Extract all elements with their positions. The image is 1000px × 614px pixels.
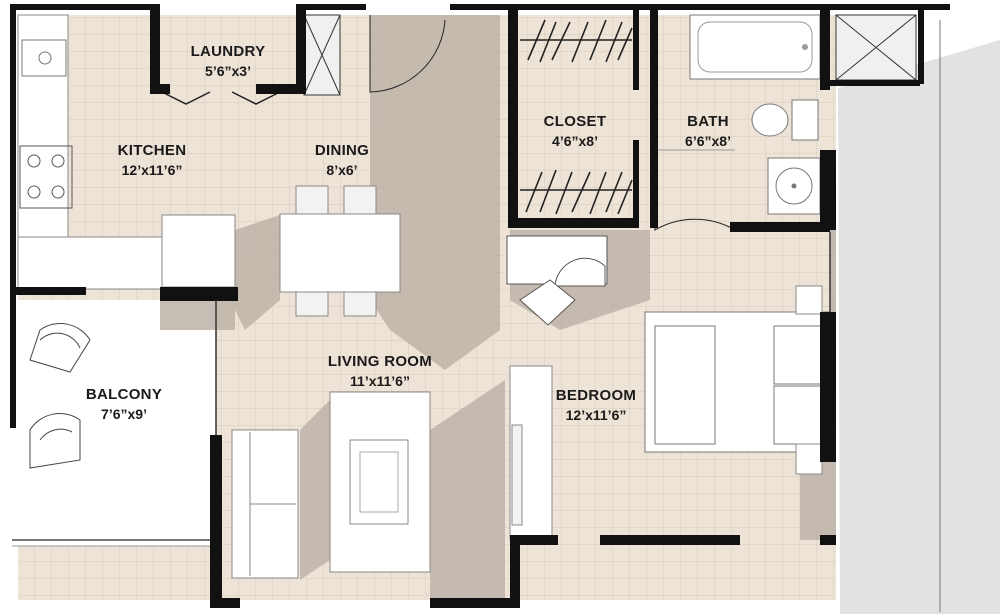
tv-console [509, 365, 553, 541]
label-closet: CLOSET 4’6”x8’ [544, 113, 607, 149]
armchair [506, 235, 608, 326]
dining-table [279, 185, 401, 317]
door-swings [369, 15, 736, 231]
dining-chair [343, 291, 377, 317]
svg-text:KITCHEN: KITCHEN [118, 142, 187, 159]
bath-sink [767, 157, 821, 215]
label-bath: BATH 6’6”x8’ [685, 113, 731, 149]
svg-text:12’x11’6”: 12’x11’6” [122, 162, 183, 178]
svg-text:4’6”x8’: 4’6”x8’ [552, 133, 598, 149]
balcony-chair [29, 323, 91, 373]
svg-text:BEDROOM: BEDROOM [556, 387, 636, 404]
svg-text:8’x6’: 8’x6’ [326, 162, 357, 178]
label-living-room: LIVING ROOM 11’x11’6” [328, 353, 432, 389]
svg-text:7’6”x9’: 7’6”x9’ [101, 406, 147, 422]
laundry-bifold-doors [161, 91, 281, 105]
nightstand [795, 285, 823, 315]
dining-chair [343, 185, 377, 215]
svg-text:CLOSET: CLOSET [544, 113, 607, 130]
toilet [751, 99, 819, 141]
svg-text:DINING: DINING [315, 142, 369, 159]
table-top [279, 213, 401, 293]
svg-text:LIVING ROOM: LIVING ROOM [328, 353, 432, 370]
balcony-chair [29, 413, 81, 469]
nightstand [795, 443, 823, 475]
laundry-floor [152, 15, 300, 95]
shower-stall-left [303, 14, 341, 96]
terrace-shadow [838, 40, 1000, 614]
kitchen-counters [17, 14, 236, 290]
coffee-table [329, 391, 431, 573]
dining-chair [295, 185, 329, 215]
svg-text:6’6”x8’: 6’6”x8’ [685, 133, 731, 149]
walls [10, 4, 950, 608]
label-bedroom: BEDROOM 12’x11’6” [556, 387, 636, 423]
bathtub [689, 14, 821, 80]
svg-text:LAUNDRY: LAUNDRY [191, 43, 266, 60]
label-kitchen: KITCHEN 12’x11’6” [118, 142, 187, 178]
sofa [231, 429, 299, 579]
label-balcony: BALCONY 7’6”x9’ [86, 386, 162, 422]
svg-text:BALCONY: BALCONY [86, 386, 162, 403]
label-dining: DINING 8’x6’ [315, 142, 369, 178]
svg-text:12’x11’6”: 12’x11’6” [566, 407, 627, 423]
svg-text:5’6”x3’: 5’6”x3’ [205, 63, 251, 79]
kitchen-sink [21, 39, 67, 77]
stove [19, 145, 73, 209]
bed [644, 311, 831, 453]
svg-text:11’x11’6”: 11’x11’6” [350, 373, 410, 389]
shower-stall-right [835, 14, 917, 81]
dining-chair [295, 291, 329, 317]
label-laundry: LAUNDRY 5’6”x3’ [191, 43, 266, 79]
svg-text:BATH: BATH [687, 113, 729, 130]
closet-hangers [520, 19, 633, 215]
